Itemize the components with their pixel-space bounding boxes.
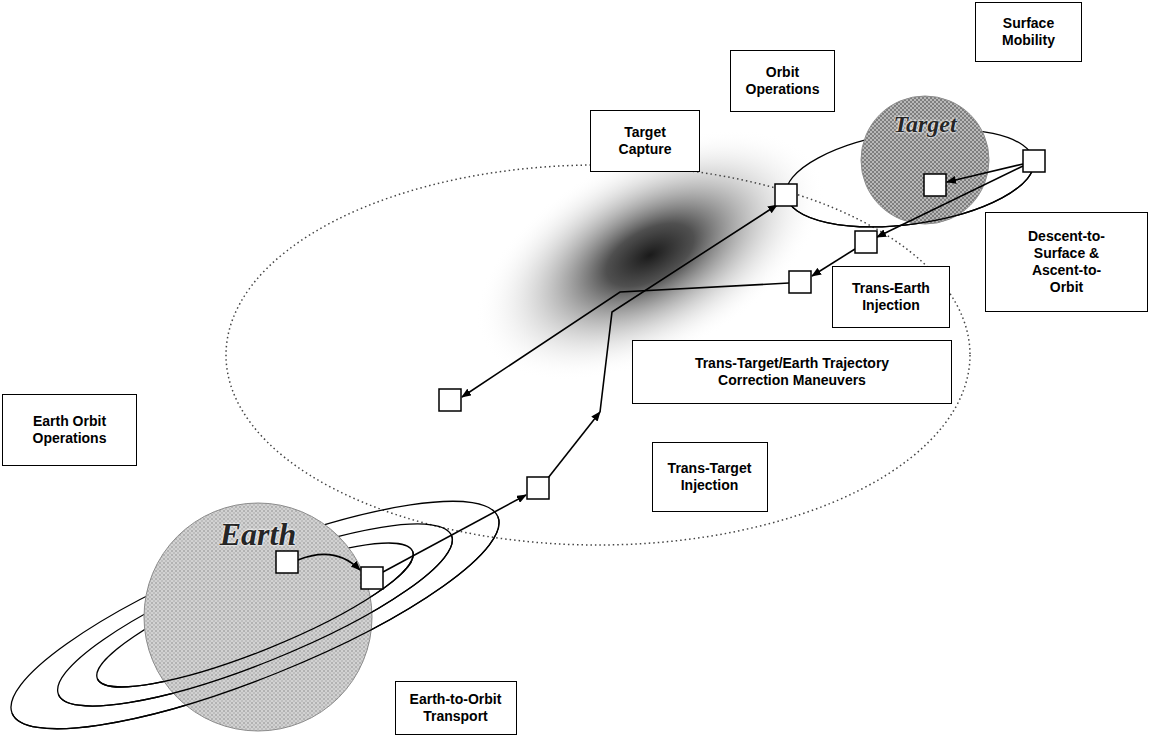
text-group: Target Capture [602, 124, 688, 158]
planet-disc [144, 503, 372, 731]
outbound-arrow [548, 412, 600, 478]
planet-disc [861, 96, 989, 224]
text-group: Trans-Earth Injection [841, 280, 941, 314]
box-label: Trans-Target Injection [659, 460, 761, 494]
earth-orbit [0, 459, 521, 735]
label-box: Orbit Operations [730, 50, 835, 112]
box-label: Target Capture [602, 124, 688, 158]
text-group: Earth Orbit Operations [14, 413, 126, 447]
box-label: Earth-to-Orbit Transport [402, 691, 510, 725]
vehicle-square [855, 231, 877, 253]
vehicle-square [527, 477, 549, 499]
planet-circle: Earth [143, 502, 373, 732]
box-label: Surface Mobility [987, 15, 1071, 49]
box-label: Trans-Target/Earth Trajectory Correction… [664, 355, 920, 389]
box-label: Orbit Operations [740, 64, 826, 98]
vehicle-square [789, 271, 811, 293]
label-box: Trans-Target/Earth Trajectory Correction… [632, 340, 952, 404]
planet-name: Target [860, 111, 990, 137]
earth-orbits [0, 459, 521, 735]
label-box: Descent-to-Surface & Ascent-to-Orbit [985, 212, 1148, 312]
text-group: Earth [143, 502, 373, 552]
planet-circle: Target [860, 95, 990, 225]
box-label: Earth Orbit Operations [14, 413, 126, 447]
label-box: Earth Orbit Operations [2, 394, 137, 466]
planet-name: Earth [143, 516, 373, 552]
vehicle-square [439, 389, 461, 411]
text-group: Trans-Target Injection [659, 460, 761, 494]
trajectory-arrows [298, 164, 1023, 572]
label-box: Trans-Earth Injection [832, 266, 950, 328]
vehicle-square [1023, 150, 1045, 172]
box-label: Descent-to-Surface & Ascent-to-Orbit [1019, 228, 1115, 296]
text-group: Orbit Operations [740, 64, 826, 98]
vehicle-square [775, 184, 797, 206]
text-group: Surface Mobility [987, 15, 1071, 49]
text-group: Earth-to-Orbit Transport [402, 691, 510, 725]
label-box: Earth-to-Orbit Transport [395, 681, 517, 735]
label-box: Trans-Target Injection [652, 442, 768, 512]
label-box: Target Capture [590, 110, 700, 172]
text-group: Trans-Target/Earth Trajectory Correction… [664, 355, 920, 389]
box-label: Trans-Earth Injection [841, 280, 941, 314]
transfer-region-ellipse [226, 165, 970, 545]
departure-arrow [383, 495, 526, 572]
label-box: Surface Mobility [975, 2, 1082, 62]
text-group: Descent-to-Surface & Ascent-to-Orbit [1019, 228, 1115, 296]
text-group: Target [860, 95, 990, 137]
